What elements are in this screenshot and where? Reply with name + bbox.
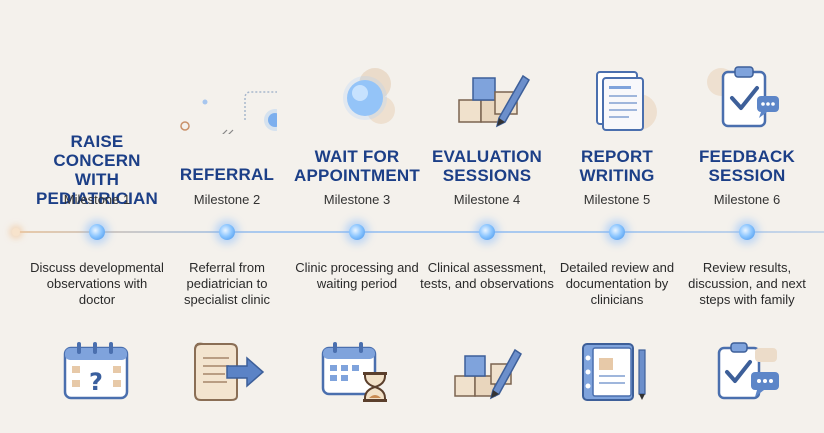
document-icon	[596, 71, 657, 131]
timeline-dot	[219, 224, 235, 240]
step-description: Discuss developmental observations with …	[30, 260, 164, 307]
step-title: WAIT FOR APPOINTMENT	[294, 147, 420, 185]
doctor-concern-icon	[47, 62, 147, 134]
scroll-arrow-icon	[194, 342, 265, 401]
calendar-question-icon: ?	[63, 342, 129, 400]
step-description: Detailed review and documentation by cli…	[559, 260, 675, 307]
step-title: RAISE CONCERN WITH PEDIATRICIAN	[35, 132, 159, 208]
timeline-dot	[349, 224, 365, 240]
milestone-label: Milestone 1	[63, 192, 131, 207]
clipboard-check-icon	[707, 66, 779, 128]
milestone-label: Milestone 4	[453, 192, 521, 207]
calendar-hourglass-icon	[321, 342, 387, 402]
step-4: EVALUATION SESSIONS Milestone 4 Clinical…	[420, 0, 554, 433]
step-title: REPORT WRITING	[579, 147, 655, 185]
milestone-label: Milestone 5	[583, 192, 651, 207]
step-description: Clinical assessment, tests, and observat…	[420, 260, 554, 291]
milestone-label: Milestone 6	[713, 192, 781, 207]
milestone-label: Milestone 3	[323, 192, 391, 207]
step-3: WAIT FOR APPOINTMENT Milestone 3 Clinic …	[292, 0, 422, 433]
blocks-pencil-icon	[458, 74, 530, 128]
milestone-label: Milestone 2	[193, 192, 261, 207]
step-title: FEEDBACK SESSION	[698, 147, 796, 185]
referral-path-icon	[180, 91, 277, 134]
step-description: Clinic processing and waiting period	[295, 260, 419, 291]
blocks-pencil-icon	[454, 348, 522, 400]
timeline-dot	[609, 224, 625, 240]
step-description: Referral from pediatrician to specialist…	[184, 260, 270, 307]
timeline-dot	[479, 224, 495, 240]
step-2: REFERRAL Milestone 2 Referral from pedia…	[162, 0, 292, 433]
binder-document-icon	[582, 343, 646, 401]
timeline-dot	[739, 224, 755, 240]
step-title: EVALUATION SESSIONS	[432, 147, 542, 185]
timeline-dot	[89, 224, 105, 240]
step-description: Review results, discussion, and next ste…	[688, 260, 806, 307]
timeline-line	[18, 231, 824, 233]
step-5: REPORT WRITING Milestone 5 Detailed revi…	[552, 0, 682, 433]
waiting-orb-icon	[343, 68, 395, 124]
svg-text:?: ?	[89, 368, 103, 396]
timeline-start-cap	[12, 228, 20, 236]
step-6: FEEDBACK SESSION Milestone 6 Review resu…	[682, 0, 812, 433]
clipboard-chat-icon	[717, 342, 779, 400]
step-1: RAISE CONCERN WITH PEDIATRICIAN Mileston…	[30, 0, 164, 433]
step-title: REFERRAL	[179, 165, 275, 184]
